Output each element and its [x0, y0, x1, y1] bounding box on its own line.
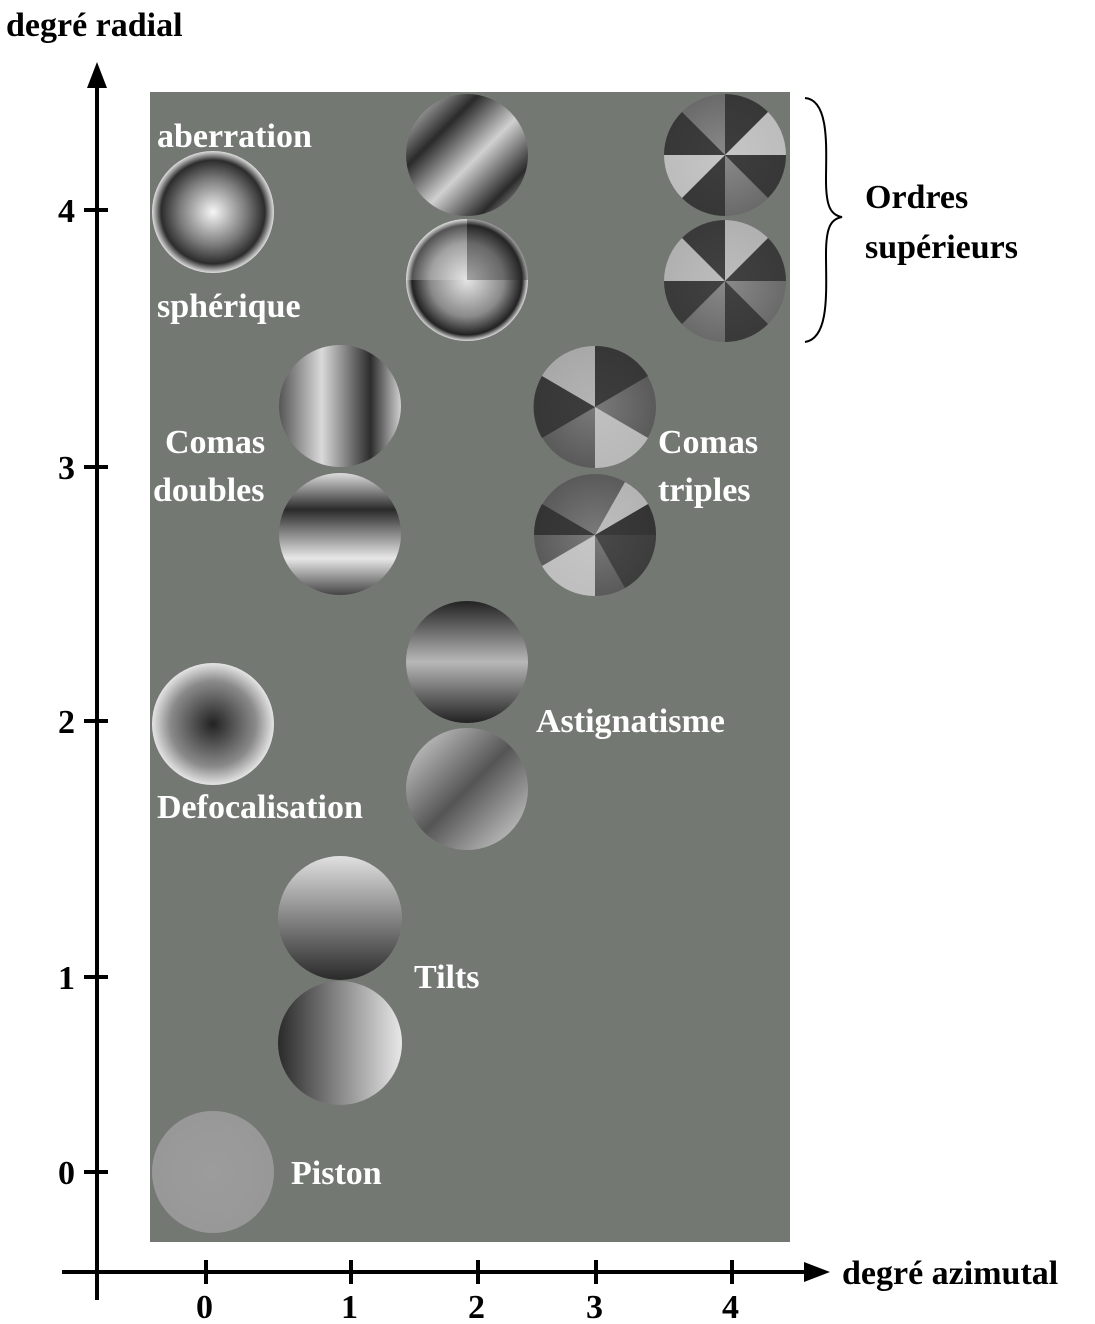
- label-defocalisation: Defocalisation: [157, 789, 363, 826]
- x-ticks: [204, 1260, 734, 1284]
- x-tick-label: 3: [586, 1289, 603, 1324]
- y-ticks: [84, 208, 108, 1174]
- label-comas-triples-1: Comas: [658, 424, 758, 461]
- tetrafoil-disk-b: [664, 220, 786, 342]
- secondary-astig-disk-b: [406, 219, 528, 341]
- x-axis-arrow: [804, 1262, 830, 1282]
- x-tick-label: 2: [468, 1289, 485, 1324]
- y-tick-label: 1: [58, 960, 75, 997]
- label-comas-triples-2: triples: [658, 472, 751, 509]
- defocus-disk: [152, 663, 274, 785]
- trefoil-disk-b: [533, 474, 657, 597]
- label-comas-doubles-1: Comas: [165, 424, 265, 461]
- y-axis-title: degré radial: [6, 7, 183, 44]
- y-tick-label: 0: [58, 1155, 75, 1192]
- y-tick-label: 4: [58, 193, 75, 230]
- y-tick-label: 2: [58, 704, 75, 741]
- astigmatism-disk-a: [406, 601, 528, 723]
- y-axis-arrow: [87, 62, 107, 88]
- tilt-x-disk: [278, 981, 402, 1105]
- x-tick-label: 4: [722, 1289, 739, 1324]
- astigmatism-disk-b: [406, 728, 528, 850]
- tilt-y-disk: [278, 856, 402, 980]
- x-axis-title: degré azimutal: [842, 1255, 1058, 1292]
- label-astigmatisme: Astignatisme: [536, 703, 725, 740]
- higher-orders-brace: [804, 97, 843, 343]
- x-tick-label: 0: [196, 1289, 213, 1324]
- x-tick-label: 1: [341, 1289, 358, 1324]
- trefoil-disk-a: [533, 345, 656, 469]
- coma-disk-y: [279, 473, 401, 595]
- label-piston: Piston: [291, 1155, 382, 1192]
- label-spherique: sphérique: [157, 288, 301, 325]
- coma-disk-x: [279, 345, 401, 467]
- y-tick-label: 3: [58, 450, 75, 487]
- label-superieurs: supérieurs: [865, 229, 1018, 266]
- label-aberration: aberration: [157, 118, 312, 155]
- secondary-astig-disk-a: [406, 94, 528, 216]
- spherical-disk: [152, 151, 274, 273]
- piston-disk: [152, 1111, 274, 1233]
- label-tilts: Tilts: [414, 959, 480, 996]
- tetrafoil-disk-a: [664, 94, 786, 216]
- label-ordres: Ordres: [865, 179, 968, 216]
- label-comas-doubles-2: doubles: [153, 472, 265, 509]
